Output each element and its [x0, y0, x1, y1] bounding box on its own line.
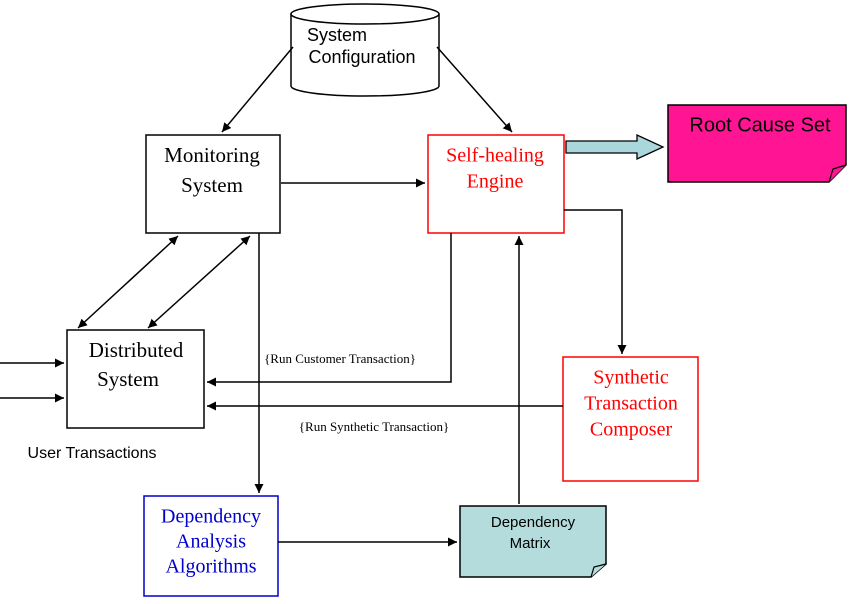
dependency-matrix-label-line2: Matrix: [510, 535, 551, 552]
dependency-analysis-label-line2: Analysis: [176, 531, 246, 553]
connectors: [0, 46, 627, 547]
root-cause-set-label: Root Cause Set: [689, 114, 831, 136]
engine-to-composer-arrow: [564, 209, 627, 354]
synthetic-transaction-composer-node: Synthetic Transaction Composer: [562, 356, 699, 482]
engine-to-distributed-run-customer-arrow: [207, 233, 452, 387]
monitoring-system-label-line2: System: [181, 173, 243, 197]
run-customer-transaction-label: {Run Customer Transaction}: [264, 351, 416, 366]
config-to-engine-arrow: [436, 46, 513, 133]
dependency-matrix-node: Dependency Matrix: [459, 505, 607, 578]
distributed-system-node: Distributed System: [66, 329, 205, 429]
dependency-analysis-algorithms-node: Dependency Analysis Algorithms: [143, 495, 279, 597]
self-healing-engine-label-line2: Engine: [467, 171, 524, 193]
system-configuration-label-line1: System: [307, 25, 367, 45]
run-synthetic-transaction-label: {Run Synthetic Transaction}: [299, 419, 449, 434]
system-configuration-node: System Configuration: [290, 3, 440, 97]
monitoring-system-node: Monitoring System: [145, 134, 281, 234]
synthetic-composer-label-line1: Synthetic: [593, 367, 669, 389]
synthetic-composer-label-line3: Composer: [590, 419, 673, 441]
user-transactions-label: User Transactions: [28, 445, 157, 462]
synthetic-composer-label-line2: Transaction: [584, 393, 678, 415]
dependency-analysis-label-line1: Dependency: [161, 506, 261, 528]
engine-to-root-cause-block-arrow: [565, 133, 665, 161]
dependency-analysis-label-line3: Algorithms: [165, 556, 256, 578]
config-to-monitoring-arrow: [221, 46, 294, 133]
monitoring-system-label-line1: Monitoring: [164, 143, 260, 167]
distributed-system-label-line2: System: [97, 367, 159, 391]
self-healing-engine-label-line1: Self-healing: [446, 145, 544, 167]
dependency-matrix-label-line1: Dependency: [491, 514, 576, 531]
self-healing-engine-node: Self-healing Engine: [427, 134, 565, 234]
system-configuration-label-line2: Configuration: [308, 47, 415, 67]
root-cause-set-node: Root Cause Set: [667, 104, 847, 183]
distributed-system-label-line1: Distributed: [89, 338, 184, 362]
distributed-monitoring-right-arrow: [147, 235, 251, 329]
